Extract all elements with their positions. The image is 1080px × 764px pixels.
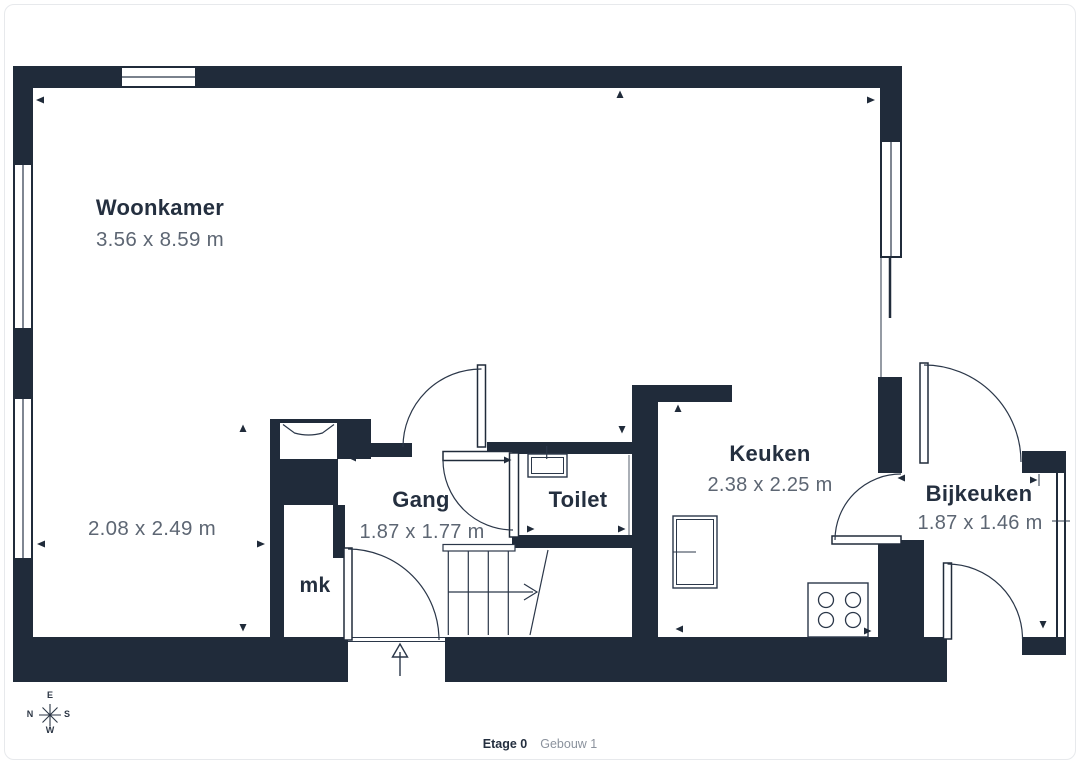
- wall-keuken-top-band: [632, 385, 732, 402]
- room-label-woonkamer: Woonkamer: [95, 195, 225, 220]
- building-label: Gebouw 1: [540, 737, 598, 751]
- wall-toilet-bottom: [512, 535, 634, 548]
- compass-letter-right: S: [63, 709, 70, 719]
- wall-right-lower-block: [878, 540, 924, 637]
- arc-bijkeuken-bottom: [947, 563, 1024, 640]
- arc-bijkeuken-back: [923, 364, 1022, 463]
- room-label-gang: Gang: [392, 487, 450, 512]
- room-dims-woonkamer: 3.56 x 8.59 m: [95, 228, 225, 251]
- wall-keuken-column: [632, 385, 658, 637]
- wall-left-middle: [13, 330, 33, 397]
- door-swing-arcs: [347, 364, 1024, 641]
- window-mullions: [22, 76, 892, 558]
- wall-left-upper: [13, 66, 33, 163]
- compass-letter-left: N: [26, 709, 34, 719]
- arc-keuken-bijkeuken: [834, 473, 902, 541]
- stairs-direction-chevron: [523, 583, 539, 601]
- wall-mk-top: [270, 459, 338, 505]
- stairs-landing: [442, 543, 516, 552]
- door-leaf-front-door: [343, 547, 353, 641]
- room-label-toilet: Toilet: [548, 487, 608, 512]
- room-dims-gang: 1.87 x 1.77 m: [359, 521, 485, 543]
- room-label-keuken: Keuken: [729, 441, 811, 466]
- plan-footer: Etage 0 Gebouw 1: [0, 737, 1080, 751]
- stove-icon: [807, 582, 869, 638]
- room-label-bijkeuken: Bijkeuken: [925, 481, 1033, 506]
- arc-front-door: [347, 548, 440, 641]
- wall-bijkeuken-bottom-right: [1022, 637, 1066, 655]
- door-leaf-keuken-bijkeuken: [831, 535, 902, 545]
- stairs-treads: [447, 551, 509, 635]
- dimension-ticks: [36, 90, 1047, 635]
- wall-toilet-top: [487, 442, 652, 454]
- arc-toilet: [442, 459, 514, 531]
- wall-top-left: [13, 66, 120, 88]
- wall-right-corner: [880, 66, 902, 140]
- wall-gang-top-band: [371, 443, 412, 457]
- partition-toilet: [508, 452, 520, 538]
- stairs: [442, 543, 549, 636]
- room-dims-keuken: 2.38 x 2.25 m: [707, 474, 833, 496]
- compass-letter-top: E: [46, 690, 53, 700]
- niche-curve-icon: [282, 424, 335, 436]
- door-leaf-toilet: [442, 450, 514, 462]
- window-bijkeuken-right: [1056, 473, 1066, 637]
- wall-right-mid-block: [878, 377, 902, 473]
- floor-label: Etage 0: [482, 737, 528, 751]
- sink-icon: [527, 446, 568, 478]
- door-leaf-bijkeuken-back: [919, 362, 929, 464]
- wall-bijkeuken-top-right: [1022, 451, 1066, 473]
- compass-rose-icon: [39, 704, 61, 726]
- room-label-mk: mk: [299, 574, 331, 597]
- counter-icon: [672, 515, 718, 589]
- door-leaves: [343, 362, 953, 641]
- door-leaf-woonkamer-gang: [476, 364, 487, 448]
- stairs-diagonal: [529, 549, 549, 636]
- compass-letter-bottom: W: [45, 725, 55, 735]
- wall-mk-right: [333, 505, 345, 558]
- wall-bottom-middle: [445, 637, 947, 682]
- wall-bottom-left: [13, 637, 348, 682]
- front-door-threshold: [348, 637, 445, 642]
- door-leaf-bijkeuken-bottom: [942, 562, 953, 640]
- wall-mk-left: [270, 505, 284, 637]
- room-dims-bijkeuken: 1.87 x 1.46 m: [917, 512, 1043, 534]
- entrance-arrow-icon: [391, 642, 409, 676]
- wall-top-right: [197, 66, 902, 88]
- room-dims-woonkamer-sub: 2.08 x 2.49 m: [87, 517, 217, 540]
- arc-woonkamer-gang: [402, 368, 482, 448]
- dimension-lines: [628, 455, 1070, 535]
